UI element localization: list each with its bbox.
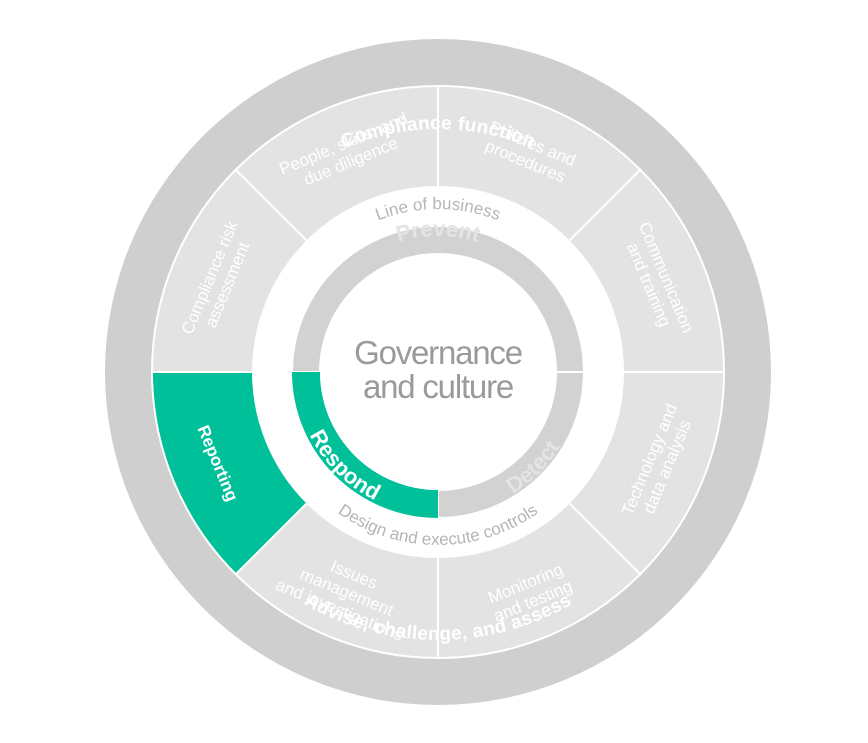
core-title-line-1: Governance	[354, 334, 522, 371]
segment-ring	[150, 84, 726, 660]
core-title-line-2: and culture	[363, 368, 513, 405]
respond-highlight	[292, 372, 438, 518]
core-circle	[320, 254, 556, 490]
